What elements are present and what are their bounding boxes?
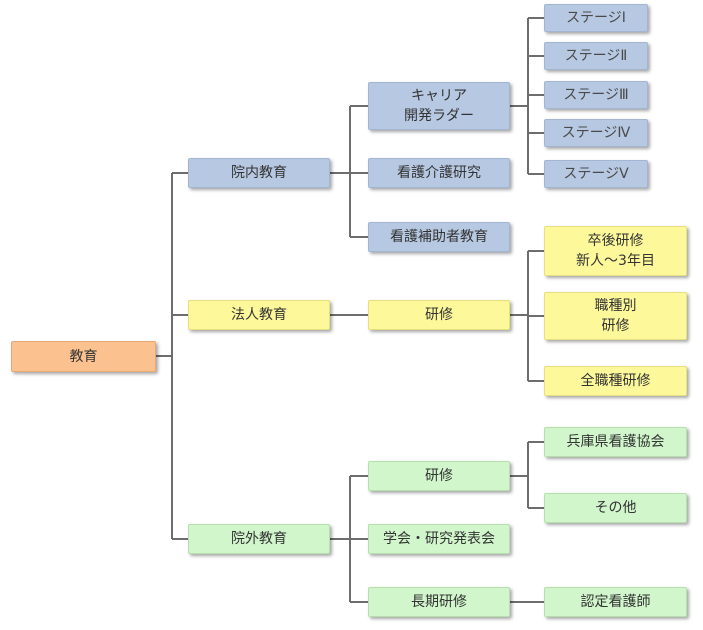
node-corporate-education: 法人教育 — [188, 300, 330, 330]
node-external-education: 院外教育 — [188, 524, 330, 554]
node-education: 教育 — [11, 341, 156, 372]
node-stage-4: ステージⅣ — [544, 119, 648, 147]
node-long-term-training: 長期研修 — [368, 587, 510, 617]
node-in-hospital-education: 院内教育 — [188, 158, 330, 188]
node-all-job-training: 全職種研修 — [544, 366, 687, 396]
node-stage-3: ステージⅢ — [544, 81, 648, 109]
node-assistant-education: 看護補助者教育 — [368, 222, 510, 252]
node-stage-5: ステージⅤ — [544, 160, 648, 188]
node-conference: 学会・研究発表会 — [368, 524, 510, 554]
node-external-training: 研修 — [368, 461, 510, 491]
node-nursing-research: 看護介護研究 — [368, 158, 510, 188]
node-career-ladder: キャリア 開発ラダー — [368, 82, 510, 130]
node-postgrad-training: 卒後研修 新人～3年目 — [544, 226, 687, 276]
node-other: その他 — [544, 493, 687, 523]
node-stage-1: ステージⅠ — [544, 4, 648, 32]
node-corporate-training: 研修 — [368, 300, 510, 330]
node-job-type-training: 職種別 研修 — [544, 292, 687, 340]
node-hyogo-nursing-association: 兵庫県看護協会 — [544, 427, 687, 457]
node-stage-2: ステージⅡ — [544, 42, 648, 70]
node-certified-nurse: 認定看護師 — [544, 587, 687, 617]
